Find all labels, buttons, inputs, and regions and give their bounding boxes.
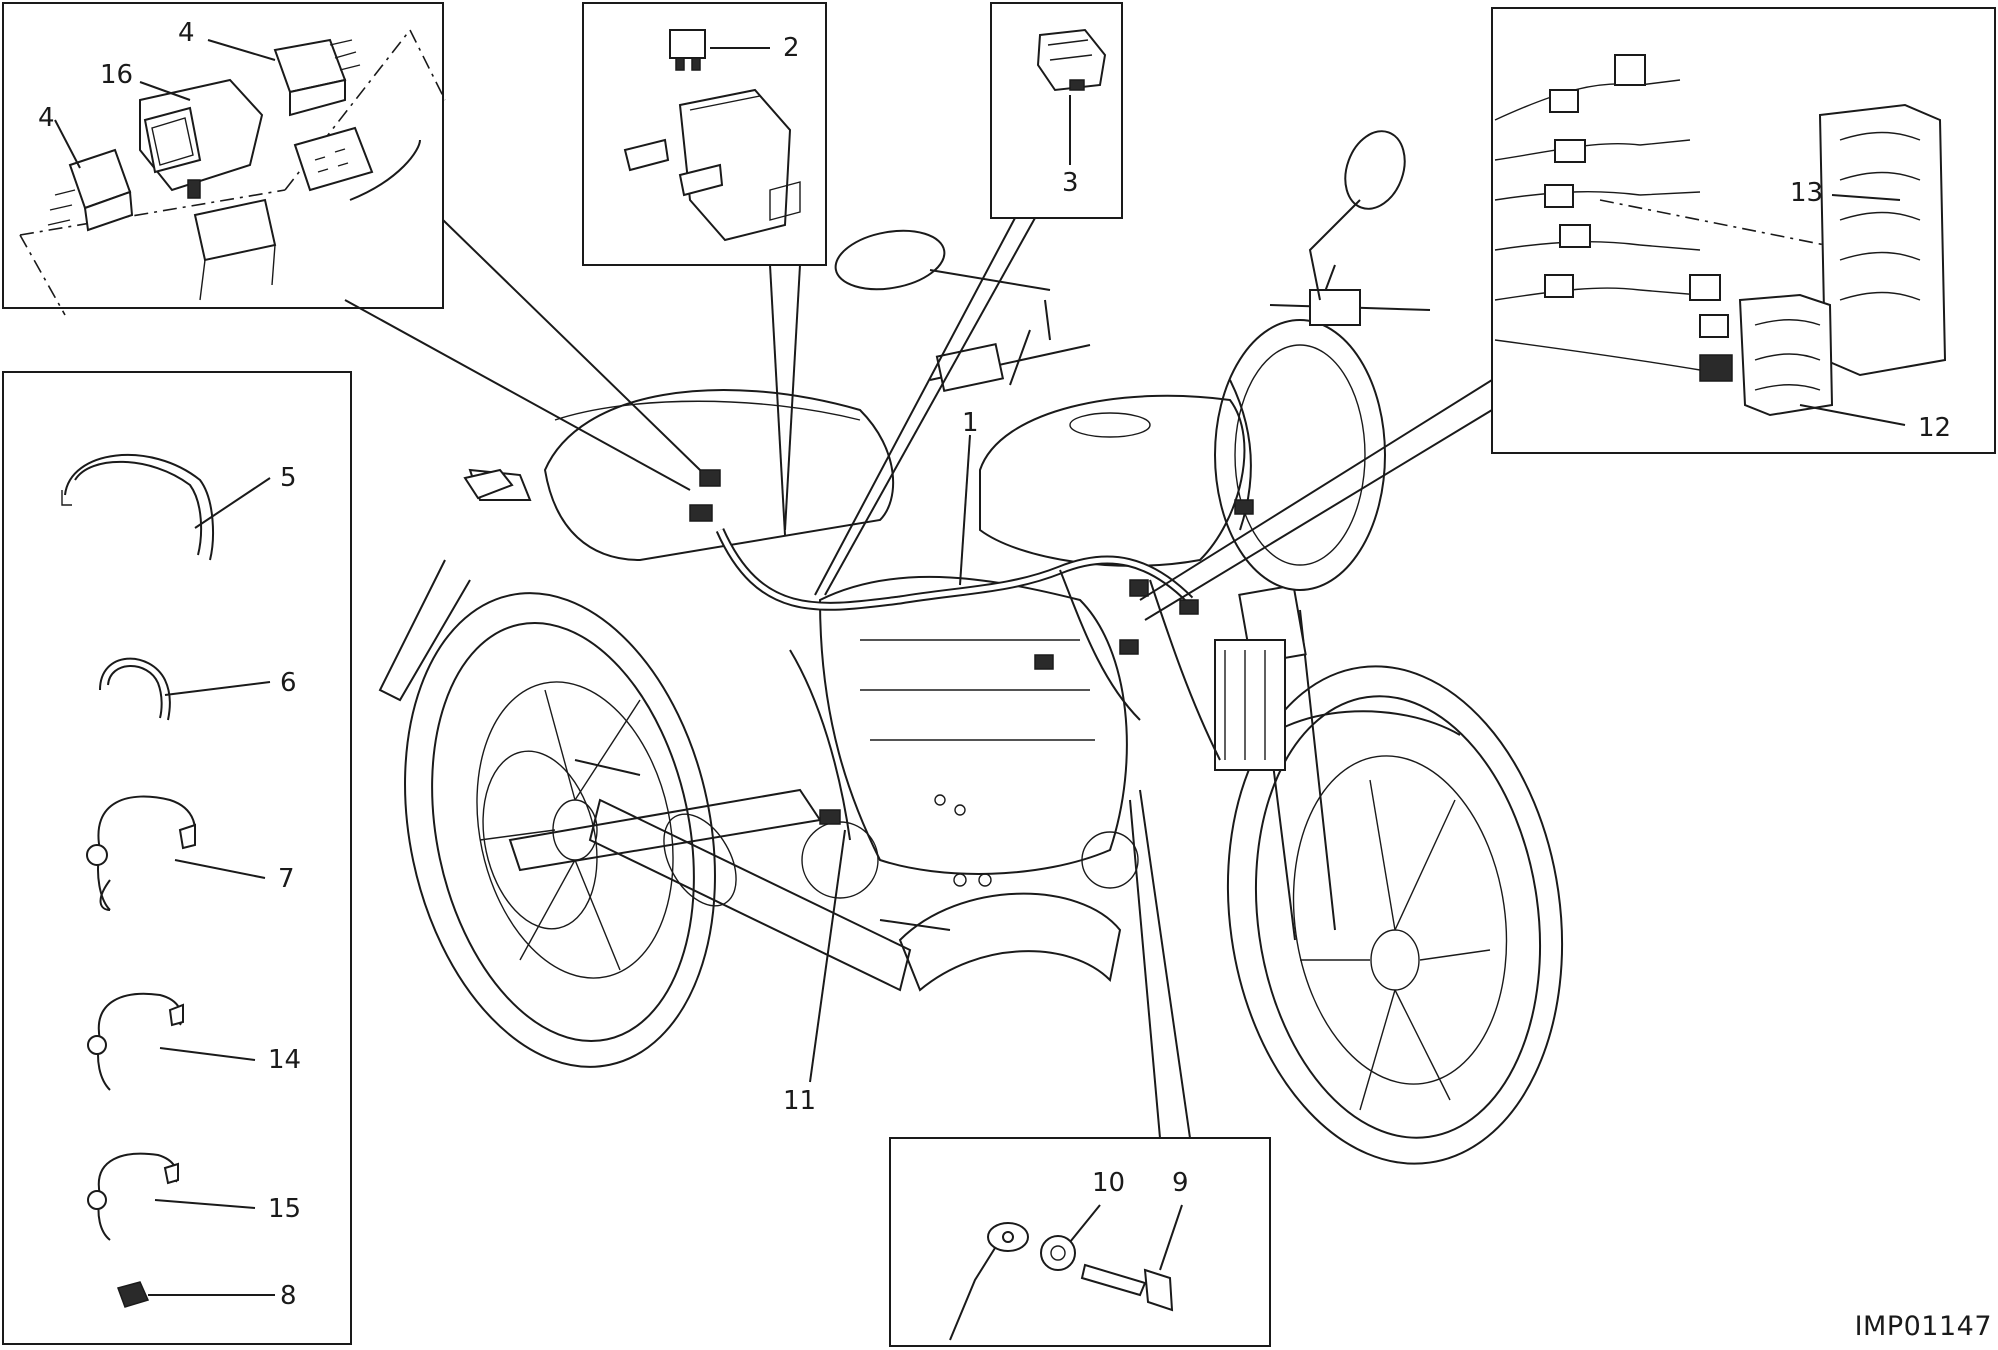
callout-9: 9	[1172, 1168, 1189, 1198]
relay-part-4a	[273, 38, 361, 117]
motorcycle-illustration	[378, 130, 1564, 1165]
ground-terminal-detail-box	[889, 1137, 1271, 1347]
fuse-part-2	[669, 29, 706, 71]
callout-13: 13	[1790, 178, 1824, 208]
clip-8	[117, 1281, 150, 1308]
clamp-14	[87, 992, 184, 1091]
callout-1: 1	[962, 408, 979, 438]
relay-part-16	[139, 78, 264, 199]
screw-9	[1080, 1263, 1174, 1312]
connector-part-3	[1036, 28, 1107, 92]
callout-4-top: 4	[178, 18, 195, 48]
cable-tie-6	[99, 657, 171, 721]
front-wheel	[1226, 665, 1564, 1165]
callout-8: 8	[280, 1281, 297, 1311]
relay-detail-box	[2, 2, 446, 316]
toothed-washer-10	[1040, 1235, 1076, 1271]
callout-12: 12	[1918, 413, 1952, 443]
fuse-box	[623, 88, 801, 242]
clamp-detail-box	[2, 371, 352, 1345]
callout-10: 10	[1092, 1168, 1126, 1198]
connector-holder-13	[1818, 103, 1947, 377]
drawing-code: IMP01147	[1854, 1311, 1992, 1342]
ground-cable	[949, 1222, 1029, 1341]
callout-4-left: 4	[38, 103, 55, 133]
rear-wheel	[404, 592, 716, 1068]
clamp-15	[87, 1152, 179, 1241]
callout-16: 16	[100, 60, 134, 90]
connector-detail-box	[990, 2, 1123, 219]
connector-holder-12	[1738, 293, 1834, 417]
cable-tie-5	[61, 453, 214, 561]
callout-2: 2	[783, 33, 800, 63]
relay-part-4b	[47, 148, 134, 232]
clamp-7	[86, 795, 196, 911]
callout-3: 3	[1062, 168, 1079, 198]
connector-holder-detail-box	[1491, 7, 1996, 454]
callout-15: 15	[268, 1194, 302, 1224]
callout-14: 14	[268, 1045, 302, 1075]
fuse-detail-box	[582, 2, 827, 266]
callout-7: 7	[278, 864, 295, 894]
leader-lines	[54, 39, 1906, 1296]
callout-11: 11	[783, 1086, 817, 1116]
callout-5: 5	[280, 463, 297, 493]
callout-6: 6	[280, 668, 297, 698]
